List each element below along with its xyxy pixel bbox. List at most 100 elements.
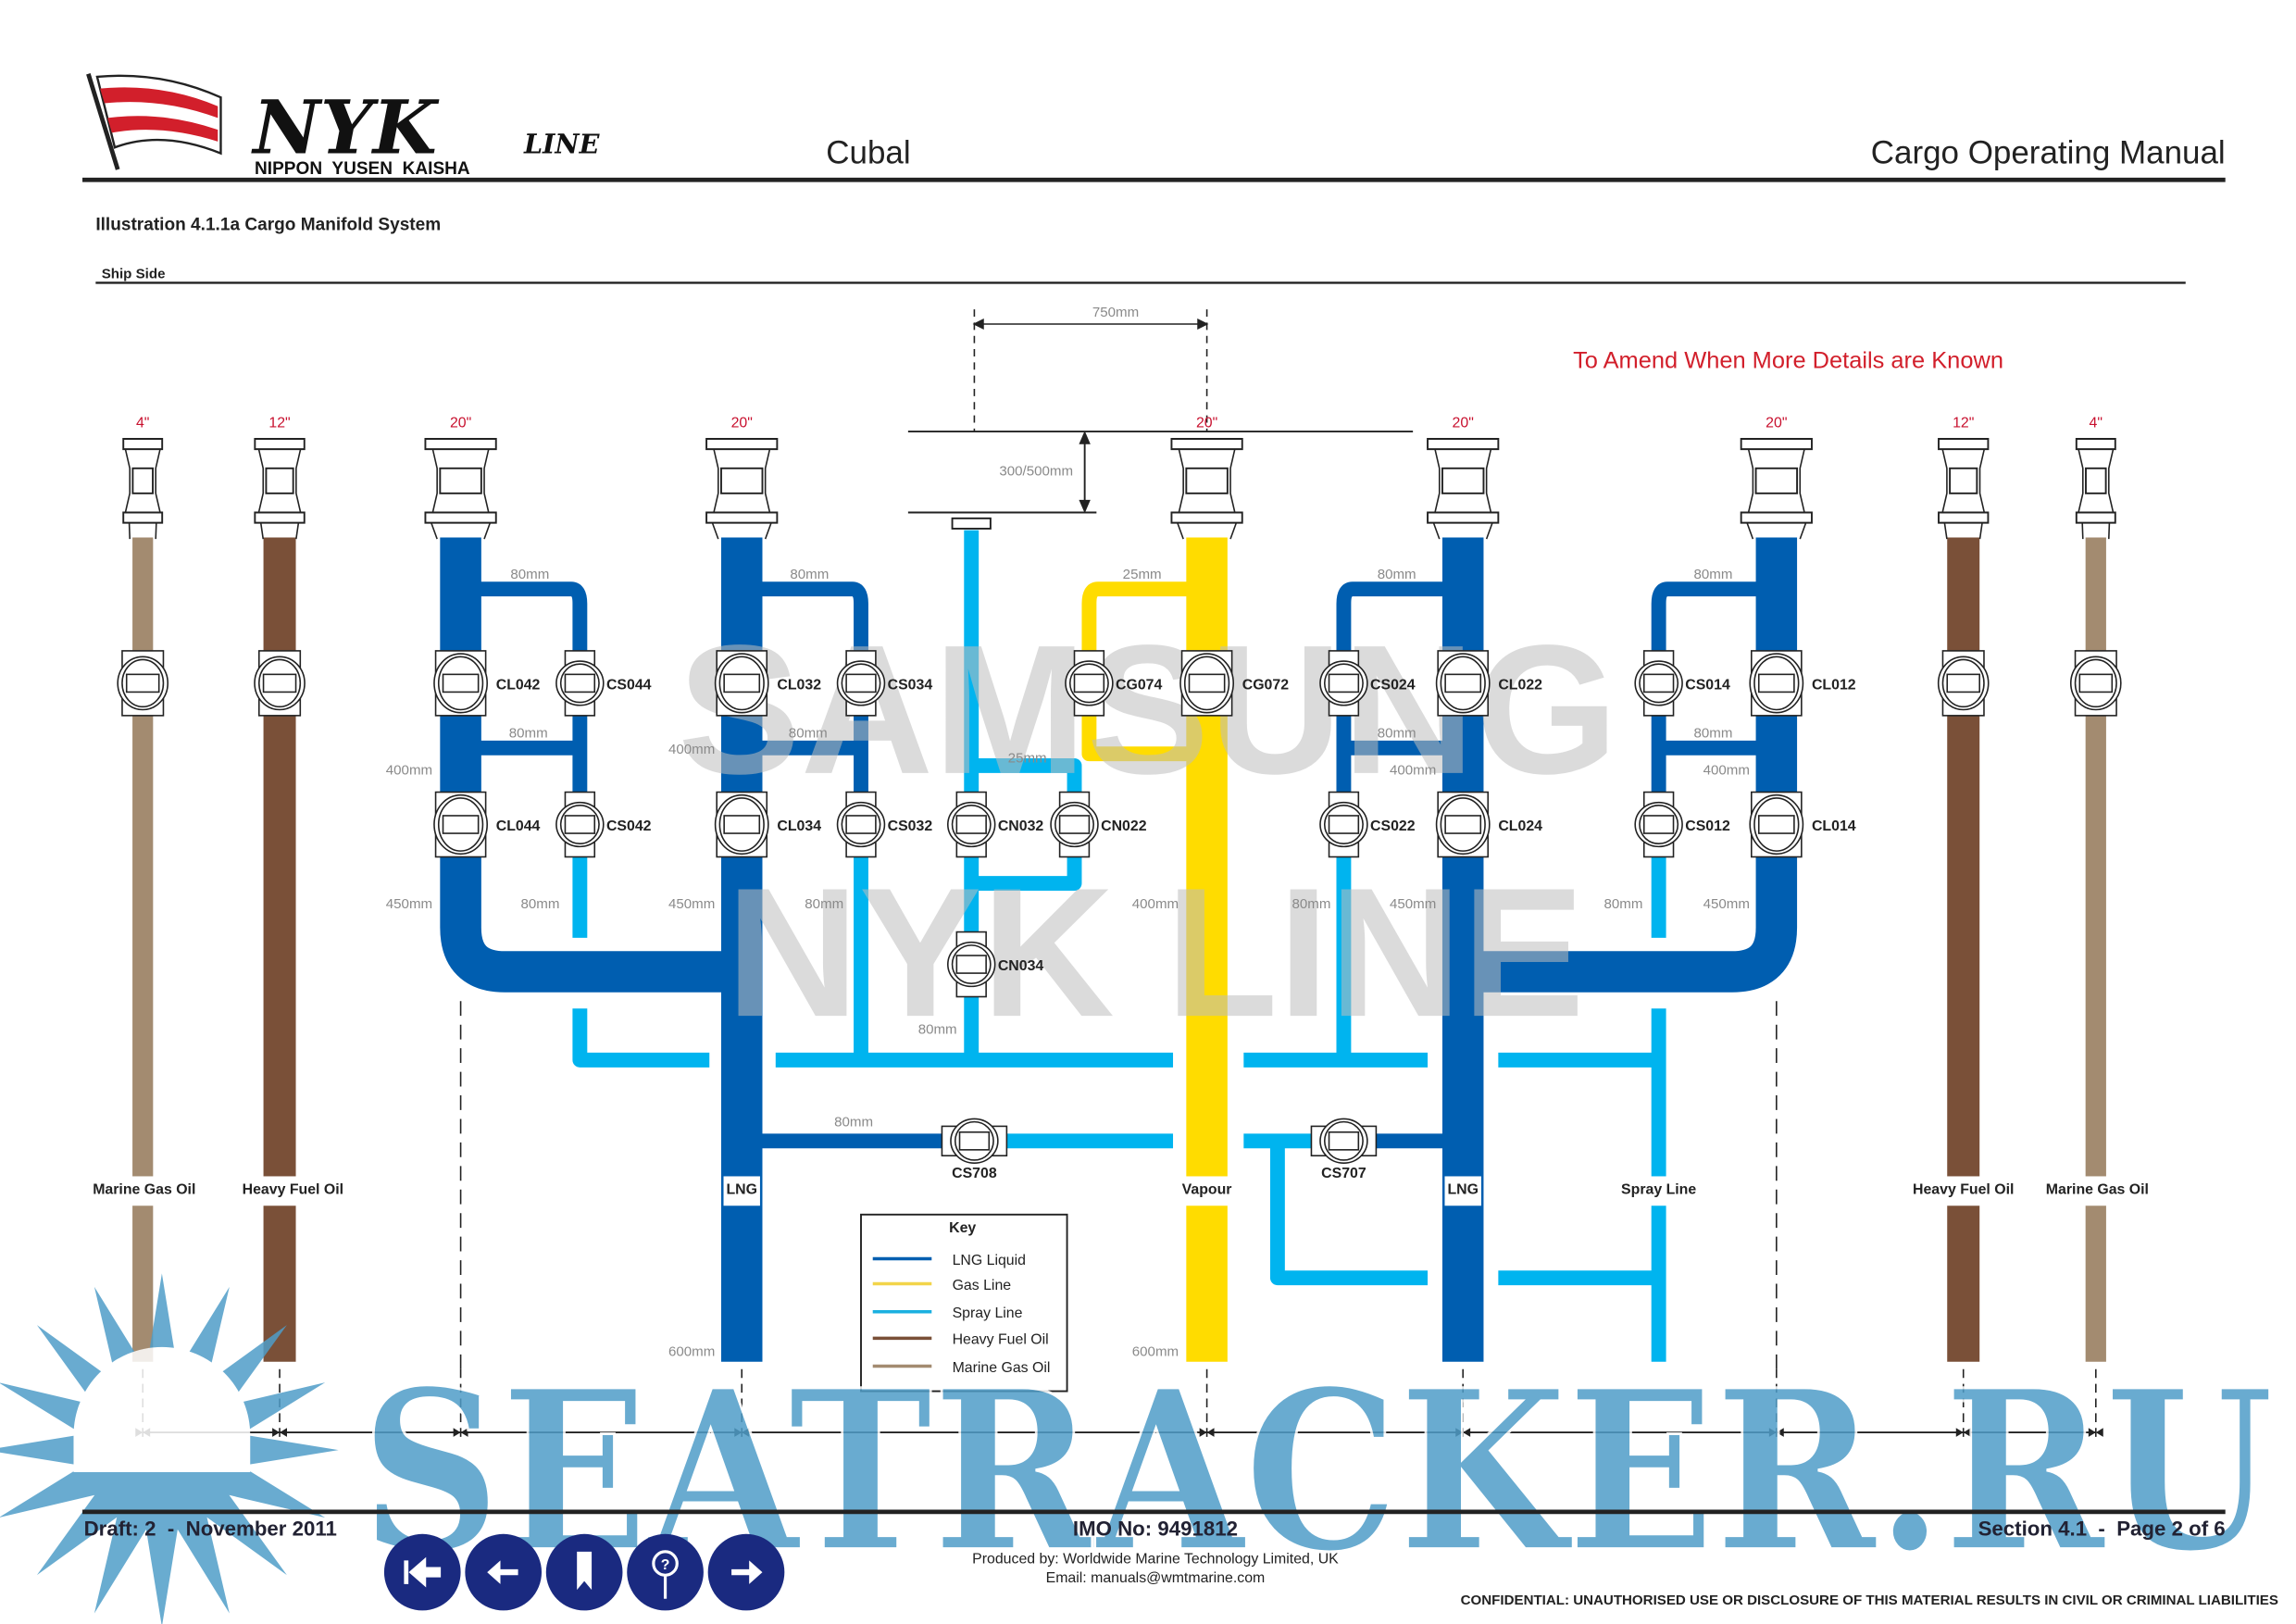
valve-label: CN032 (998, 818, 1044, 834)
valve-cl024[interactable] (1435, 791, 1491, 858)
pipe-label: LNG (726, 1182, 757, 1198)
dimension-label: 80mm (1693, 726, 1732, 742)
dimension-label: 400mm (1703, 762, 1750, 778)
illustration-title: Illustration 4.1.1a Cargo Manifold Syste… (95, 215, 441, 234)
valve-label: CL034 (777, 818, 821, 834)
valve-cg074[interactable] (1065, 650, 1114, 717)
valve-cn022[interactable] (1050, 791, 1099, 858)
lng-pipe-1 (1463, 537, 1798, 993)
help-icon: ? (652, 1550, 679, 1599)
valve-cn032[interactable] (946, 791, 996, 858)
bookmark-icon (577, 1551, 593, 1591)
valve-label: CG072 (1242, 677, 1289, 693)
footer-email: Email: manuals@wmtmarine.com (1046, 1570, 1266, 1586)
valve-cs034[interactable] (836, 650, 886, 717)
valve-label: CS024 (1370, 677, 1416, 693)
valve-cs032[interactable] (836, 791, 886, 858)
valve-cs708[interactable] (941, 1118, 1008, 1164)
next-page-button[interactable] (707, 1533, 785, 1611)
valve-cl034[interactable] (714, 791, 769, 858)
valve-cl022[interactable] (1435, 650, 1491, 717)
label-background (1900, 1176, 2028, 1206)
label-background (1444, 1176, 1481, 1206)
key-item: Spray Line (872, 1305, 1023, 1321)
spray-branch-03 (742, 581, 868, 847)
dimension-label: 400mm (668, 742, 715, 757)
key-label: Heavy Fuel Oil (953, 1332, 1049, 1348)
label-background (1176, 1176, 1238, 1206)
fuel-valve[interactable] (1937, 650, 1990, 717)
manifold-flange (1427, 438, 1500, 540)
dimension-750 (972, 309, 1209, 432)
flag-icon (86, 73, 222, 170)
dimension-label: 400mm (1390, 762, 1436, 778)
spray-branch-01 (1651, 581, 1777, 847)
dimension-label: 450mm (1390, 896, 1436, 912)
dimension-label: 80mm (509, 726, 548, 742)
arrow-right-icon (731, 1560, 763, 1584)
arrow-left-icon (487, 1560, 518, 1584)
pipe-size-label: 20" (1453, 415, 1474, 431)
help-button[interactable]: ? (627, 1533, 704, 1611)
valve-cn034[interactable] (946, 931, 996, 998)
valve-cl042[interactable] (433, 650, 488, 717)
valve-cs042[interactable] (555, 791, 605, 858)
fuel-valve[interactable] (254, 650, 306, 717)
valve-cl012[interactable] (1749, 650, 1804, 717)
spray-branch-02 (1336, 581, 1464, 847)
dimension-label: 80mm (1292, 896, 1330, 912)
watermark-nyk-line: NYK LINE (726, 850, 1584, 1056)
pipe-size-label: 20" (1766, 415, 1787, 431)
valve-cs022[interactable] (1319, 791, 1368, 858)
dimension-label: 600mm (668, 1343, 715, 1359)
valve-label: CL042 (496, 677, 541, 693)
valve-cl014[interactable] (1749, 791, 1804, 858)
logo-text: NYK (250, 84, 439, 171)
dimension-label: 80mm (1378, 567, 1416, 582)
first-page-button[interactable] (383, 1533, 461, 1611)
valve-cg072[interactable] (1179, 650, 1234, 717)
manifold-flanges (122, 438, 2116, 540)
valve-cs707[interactable] (1310, 1118, 1378, 1164)
dimension-label: 450mm (668, 896, 715, 912)
footer-imo: IMO No: 9491812 (1073, 1517, 1238, 1540)
previous-page-button[interactable] (465, 1533, 543, 1611)
pipe-label: Heavy Fuel Oil (243, 1182, 343, 1198)
bookmark-button[interactable] (545, 1533, 623, 1611)
valve-cl032[interactable] (714, 650, 769, 717)
valve-cs044[interactable] (555, 650, 605, 717)
valve-label: CG074 (1116, 677, 1162, 693)
pipe-label: Heavy Fuel Oil (1913, 1182, 2014, 1198)
valve-cl044[interactable] (433, 791, 488, 858)
manifold-flange (1740, 438, 1813, 540)
label-background (229, 1176, 357, 1206)
navigation-buttons: ? (383, 1533, 785, 1611)
valve-label: CS707 (1321, 1166, 1366, 1181)
fuel-valve[interactable] (2069, 650, 2122, 717)
footer-produced: Produced by: Worldwide Marine Technology… (972, 1552, 1339, 1568)
pipe-size-label: 20" (450, 415, 471, 431)
valve-label: CS042 (606, 818, 652, 834)
dimension-label: 400mm (386, 762, 432, 778)
pipe-size-label: 12" (268, 415, 290, 431)
dimension-label: 80mm (918, 1021, 957, 1037)
valve-cs012[interactable] (1634, 791, 1683, 858)
lng-pipe-4 (440, 537, 742, 993)
manifold-flange (424, 438, 497, 540)
pipe-size-label: 20" (1196, 415, 1217, 431)
footer-section: Section 4.1 - Page 2 of 6 (1978, 1517, 2226, 1540)
footer-draft: Draft: 2 - November 2011 (84, 1517, 337, 1540)
manifold-flange (254, 438, 306, 540)
dimension-label: 450mm (1703, 896, 1750, 912)
valve-cs014[interactable] (1634, 650, 1683, 717)
valve-cs024[interactable] (1319, 650, 1368, 717)
label-background (81, 1176, 208, 1206)
key-item: Gas Line (872, 1278, 1012, 1293)
fuel-valve[interactable] (117, 650, 169, 717)
amend-note: To Amend When More Details are Known (1573, 348, 2003, 374)
pipe-size-label: 4" (2090, 415, 2103, 431)
key-label: Gas Line (953, 1278, 1012, 1293)
